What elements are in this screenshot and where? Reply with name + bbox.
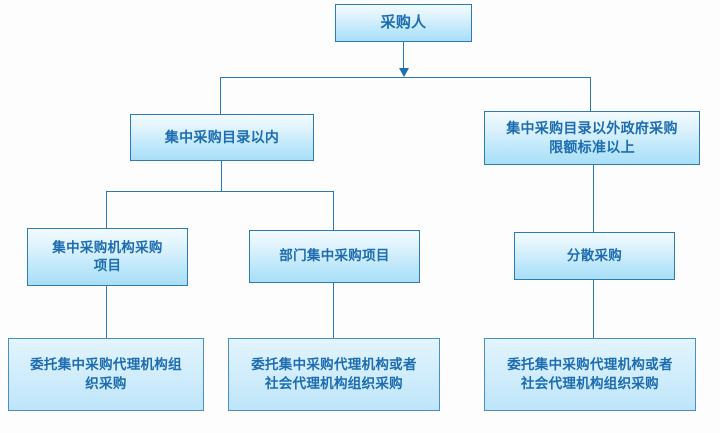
node-entrust-central-or-social-agency-1-label: 委托集中采购代理机构或者 社会代理机构组织采购	[251, 357, 417, 391]
node-decentralized-purchase-label: 分散采购	[566, 247, 623, 263]
connector-outside-to-decentralized	[593, 165, 594, 232]
connector-bus2-to-central-org	[106, 191, 107, 228]
node-entrust-central-or-social-agency-1[interactable]: 委托集中采购代理机构或者 社会代理机构组织采购	[228, 338, 440, 411]
connector-central-org-to-entrust	[106, 286, 107, 338]
connector-inside-to-bus2	[221, 161, 222, 192]
node-dept-central-project[interactable]: 部门集中采购项目	[249, 230, 420, 283]
node-entrust-central-agency[interactable]: 委托集中采购代理机构组 织采购	[8, 338, 204, 411]
node-central-org-project-label: 集中采购机构采购 项目	[52, 239, 163, 273]
connector-bus-to-inside	[220, 77, 221, 114]
connector-bus-level1	[220, 77, 591, 78]
connector-bus-to-outside	[590, 77, 591, 111]
node-outside-catalog-label: 集中采购目录以外政府采购 限额标准以上	[506, 120, 678, 155]
connector-bus2-to-dept-central	[333, 191, 334, 230]
node-central-org-project[interactable]: 集中采购机构采购 项目	[27, 228, 188, 286]
node-decentralized-purchase[interactable]: 分散采购	[514, 232, 675, 280]
node-entrust-central-or-social-agency-2-label: 委托集中采购代理机构或者 社会代理机构组织采购	[507, 357, 673, 391]
node-buyer[interactable]: 采购人	[335, 4, 472, 42]
node-inside-catalog-label: 集中采购目录以内	[164, 129, 280, 146]
node-entrust-central-or-social-agency-2[interactable]: 委托集中采购代理机构或者 社会代理机构组织采购	[484, 338, 696, 411]
node-buyer-label: 采购人	[380, 13, 427, 31]
node-entrust-central-agency-label: 委托集中采购代理机构组 织采购	[30, 357, 182, 391]
connector-dept-central-to-entrust	[333, 283, 334, 338]
connector-buyer-to-bus	[403, 42, 404, 69]
connector-bus-level2	[106, 191, 334, 192]
node-inside-catalog[interactable]: 集中采购目录以内	[130, 114, 314, 161]
connector-decentralized-to-entrust	[593, 280, 594, 338]
arrowhead-down-icon	[399, 68, 409, 77]
node-dept-central-project-label: 部门集中采购项目	[279, 248, 390, 264]
node-outside-catalog[interactable]: 集中采购目录以外政府采购 限额标准以上	[484, 111, 700, 165]
